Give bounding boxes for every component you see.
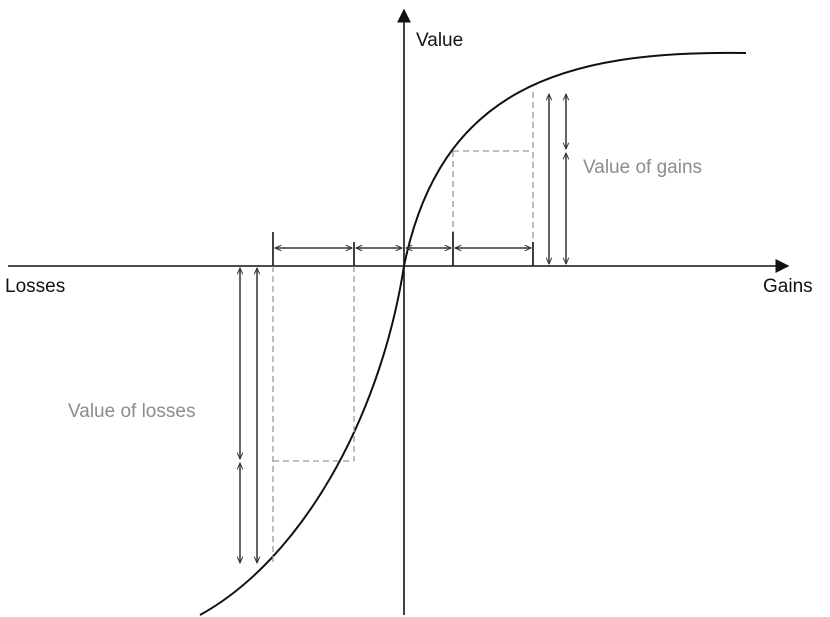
value-function-curve	[199, 51, 747, 616]
losses-axis-label: Losses	[5, 276, 65, 297]
gains-value-arrows	[549, 94, 566, 264]
losses-guides	[272, 266, 355, 563]
gains-guides	[452, 92, 534, 266]
losses-value-arrows	[240, 268, 257, 563]
value-of-losses-label: Value of losses	[68, 401, 195, 422]
gains-axis-label: Gains	[763, 276, 813, 297]
value-of-gains-label: Value of gains	[583, 157, 702, 178]
x-axis-ticks	[272, 232, 534, 266]
y-axis-label: Value	[416, 30, 463, 51]
